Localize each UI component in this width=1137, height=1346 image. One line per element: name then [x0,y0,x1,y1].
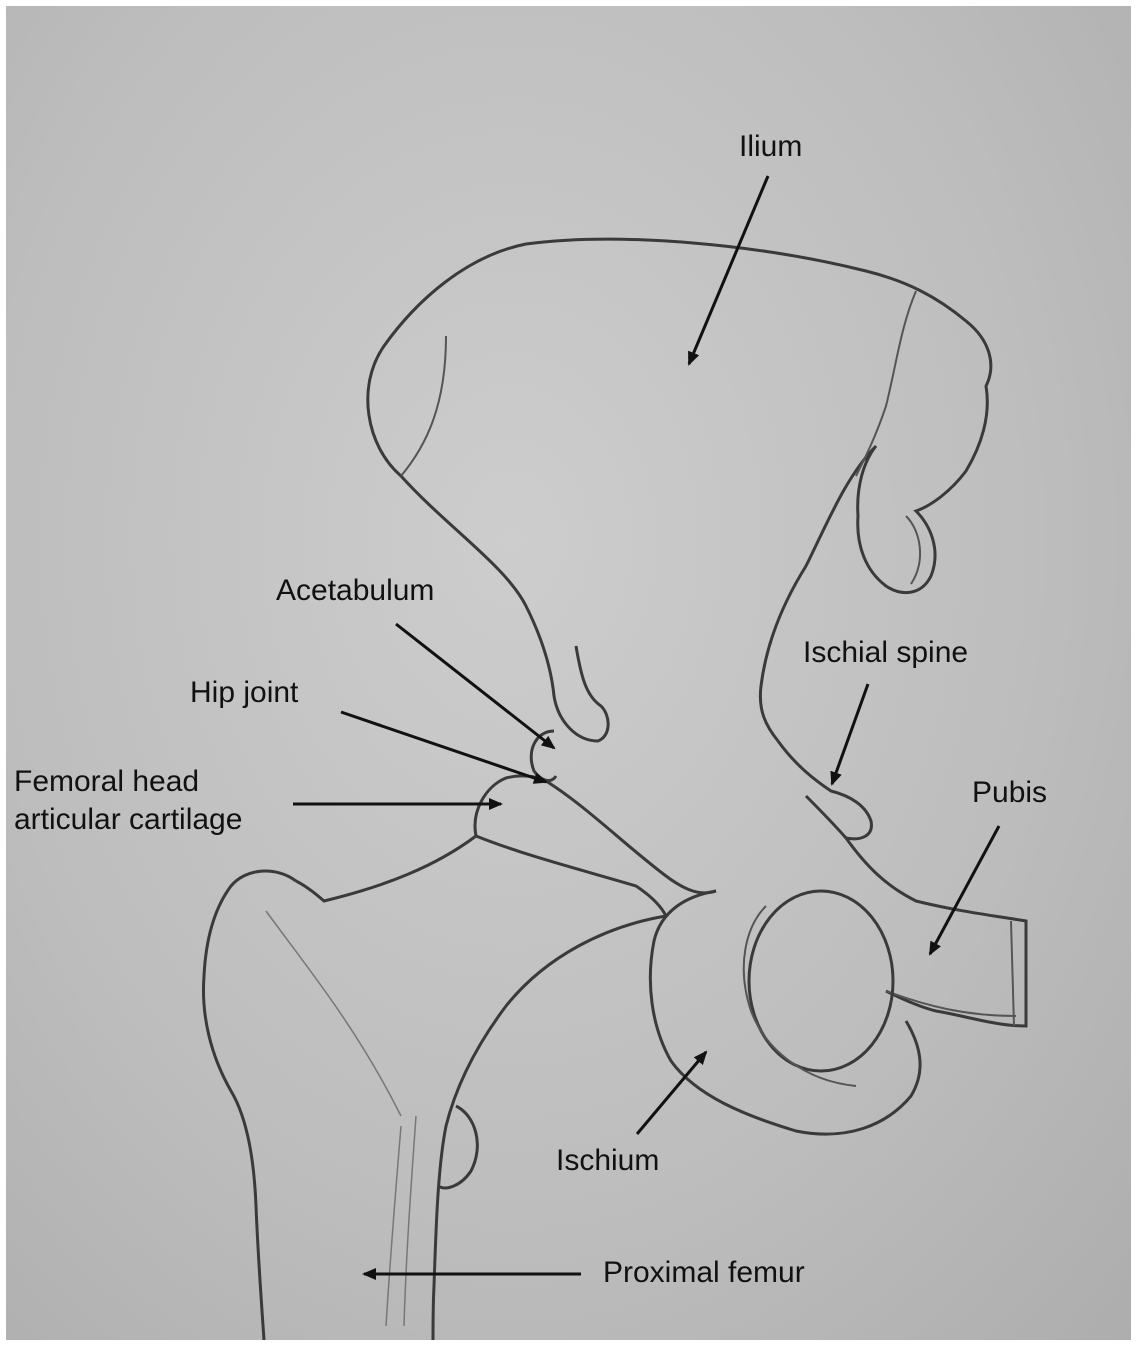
label-femoral-head-cartilage: Femoral head articular cartilage [14,763,242,839]
pubis-symphysis-edge [1011,921,1014,1026]
pubis-superior-ramus [846,838,1026,1026]
femur-outline-lateral [203,871,296,1340]
femoral-neck-lower [476,836,666,916]
femoral-neck-upper [546,781,716,893]
arrow-ischial-spine [832,684,868,784]
label-proximal-femur: Proximal femur [603,1254,805,1292]
arrow-ilium [689,176,768,364]
label-hip-joint: Hip joint [190,674,298,712]
ilium-notch [906,516,920,584]
label-ischial-spine: Ischial spine [803,634,968,672]
pubis-inferior-shading [886,991,1016,1016]
drawing-sheet: Ilium Acetabulum Hip joint Femoral head … [6,6,1131,1340]
intertrochanteric-line [266,911,401,1116]
hip-anatomy-drawing [6,6,1131,1340]
label-ilium: Ilium [739,128,802,166]
femur-neck-superior [296,836,476,901]
label-acetabulum: Acetabulum [276,572,434,610]
arrow-ischium [637,1052,706,1134]
femoral-head-cartilage-outline [475,776,546,836]
ilium-inner-crest [401,336,446,476]
ischial-spine-outline [778,741,871,839]
arrow-hip-joint [341,712,546,782]
arrow-acetabulum [396,624,554,748]
ilium-right-wing [856,291,916,476]
label-ischium: Ischium [556,1142,659,1180]
arrow-pubis [930,826,999,954]
femur-shaft-shading [386,1116,416,1326]
label-pubis: Pubis [972,774,1047,812]
